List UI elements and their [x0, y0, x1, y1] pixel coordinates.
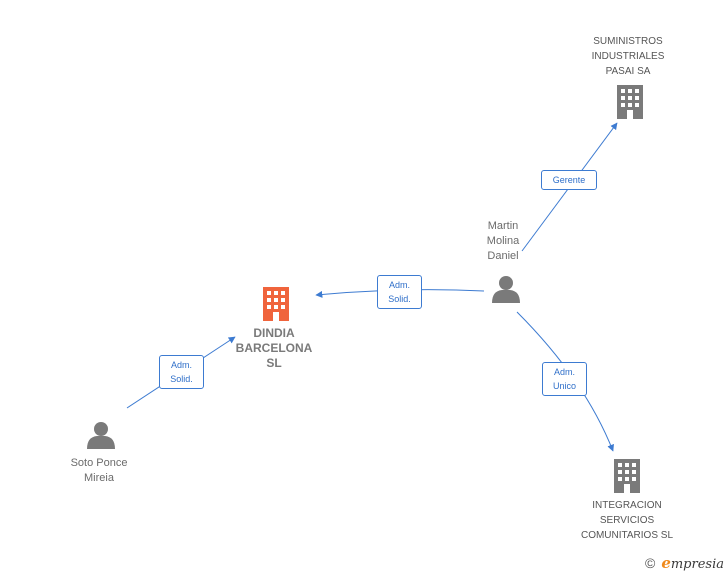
- building-icon: [617, 85, 643, 119]
- edge-label-martin-dindia: Adm. Solid.: [377, 275, 422, 309]
- copyright-symbol: ©: [644, 555, 656, 571]
- node-label-martin[interactable]: Martin Molina Daniel: [486, 220, 520, 262]
- edge-label-martin-integracion: Adm. Unico: [542, 362, 587, 396]
- person-icon: [87, 422, 115, 449]
- edge-label-soto-dindia: Adm. Solid.: [159, 355, 204, 389]
- node-label-soto[interactable]: Soto Ponce Mireia: [70, 457, 128, 484]
- node-label-dindia[interactable]: DINDIA BARCELONA SL: [235, 326, 313, 370]
- building-icon: [263, 287, 289, 321]
- node-label-suministros[interactable]: SUMINISTROS INDUSTRIALES PASAI SA: [591, 36, 665, 77]
- brand-logo: empresia: [661, 554, 724, 572]
- brand-watermark: © empresia: [645, 554, 724, 572]
- person-icon: [492, 276, 520, 303]
- building-icon: [614, 459, 640, 493]
- node-label-integracion[interactable]: INTEGRACION SERVICIOS COMUNITARIOS SL: [580, 500, 674, 541]
- edge-label-martin-suministros: Gerente: [541, 170, 597, 190]
